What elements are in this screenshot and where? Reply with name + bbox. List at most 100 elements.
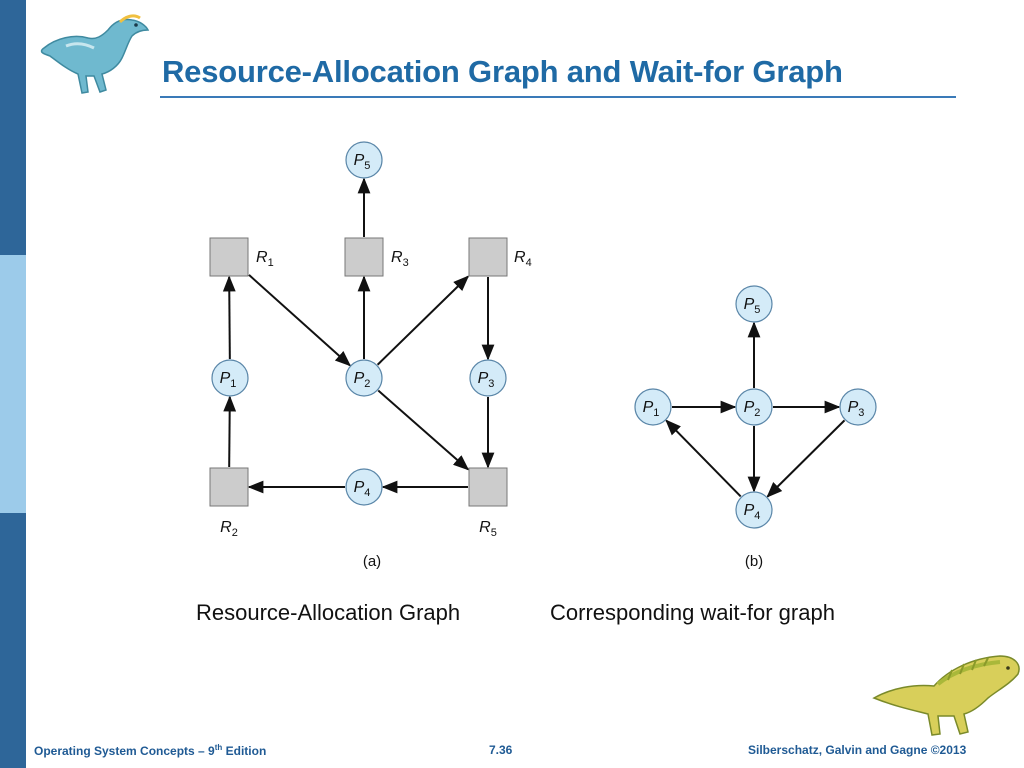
- graph-a-process-p4: P4: [345, 468, 383, 506]
- footer-book-name: Operating System Concepts – 9: [34, 744, 215, 758]
- graph-b-process-label-p3-letter: P: [848, 399, 859, 416]
- graph-b-process-circle-p5: [735, 285, 773, 323]
- graph-a-process-label-p1-letter: P: [220, 370, 231, 387]
- graph-a-resource-box-r5: [468, 467, 508, 507]
- graph-a-process-circle-p2: [345, 359, 383, 397]
- graph-b-process-p1: P1: [634, 388, 672, 426]
- graph-a-resource-label-r1-subscript: 1: [268, 257, 274, 269]
- graph-a-resource-label-r5-letter: R: [479, 519, 491, 536]
- graph-a-process-circle-p3: [469, 359, 507, 397]
- graph-a-edges: [222, 177, 495, 494]
- graph-b-process-label-p4-subscript: 4: [754, 510, 760, 522]
- graph-b-process-label-p2-letter: P: [744, 399, 755, 416]
- graph-a-process-p3: P3: [469, 359, 507, 397]
- graph-b-process-circle-p3: [839, 388, 877, 426]
- graph-a-edge-p2-r4: [376, 275, 470, 366]
- graph-a-process-p2: P2: [345, 359, 383, 397]
- graph-b-process-label-p5: P5: [744, 296, 761, 316]
- graph-a-resource-label-r4-letter: R: [514, 249, 526, 266]
- caption-wait-for: Corresponding wait-for graph: [550, 600, 835, 625]
- graph-b-process-p4: P4: [735, 491, 773, 529]
- graph-b-process-circle-p1: [634, 388, 672, 426]
- graph-a-process-label-p5-subscript: 5: [364, 160, 370, 172]
- graph-a-process-label-p4-subscript: 4: [364, 487, 370, 499]
- dinosaur-top-icon: [40, 14, 150, 94]
- graph-a-resource-label-r2: R2: [220, 519, 238, 539]
- graph-a-resource-label-r3-subscript: 3: [403, 257, 409, 269]
- graph-b-process-label-p5-subscript: 5: [754, 304, 760, 316]
- graph-b-process-label-p1-subscript: 1: [653, 407, 659, 419]
- footer-book-sup: th: [214, 743, 223, 752]
- graph-a-resource-r5: R5: [468, 467, 508, 539]
- graph-a-process-label-p4: P4: [354, 479, 371, 499]
- graph-a-process-p1: P1: [211, 359, 249, 397]
- graph-a-process-label-p3-letter: P: [478, 370, 489, 387]
- dinosaur-bottom-icon: [872, 655, 1020, 736]
- left-band-top: [0, 0, 26, 255]
- graph-b-process-label-p1-letter: P: [643, 399, 654, 416]
- graph-a-resource-box-r3: [344, 237, 384, 277]
- graph-a-resource-box-r4: [468, 237, 508, 277]
- graph-b-process-circle-p2: [735, 388, 773, 426]
- graph-b-process-circle-p4: [735, 491, 773, 529]
- graph-a-resource-label-r3: R3: [391, 249, 409, 269]
- graph-b-label: (b): [745, 553, 763, 570]
- graph-a-resource-label-r1: R1: [256, 249, 274, 269]
- graph-a-process-label-p1: P1: [220, 370, 237, 390]
- graph-a-label: (a): [363, 553, 381, 570]
- graph-a-process-p5: P5: [345, 141, 383, 179]
- graph-a-resource-label-r5-subscript: 5: [491, 527, 497, 539]
- graph-b-edge-p3-p4: [766, 419, 846, 498]
- graph-a-resource-r4: R4: [468, 237, 532, 277]
- graph-b-process-label-p1: P1: [643, 399, 660, 419]
- graph-a-resource-label-r3-letter: R: [391, 249, 403, 266]
- graph-a-resource-box-r2: [209, 467, 249, 507]
- graph-a-process-circle-p4: [345, 468, 383, 506]
- graph-a-resource-label-r4: R4: [514, 249, 532, 269]
- graph-a-edge-p1-r1: [222, 275, 236, 360]
- graph-b-process-p2: P2: [735, 388, 773, 426]
- footer-page-number: 7.36: [489, 743, 513, 757]
- footer-copyright: Silberschatz, Galvin and Gagne ©2013: [748, 743, 967, 757]
- graph-a-resource-r1: R1: [209, 237, 274, 277]
- left-band-bottom: [0, 513, 26, 768]
- footer-book-title: Operating System Concepts – 9th Edition: [34, 743, 266, 758]
- graph-a-process-label-p2-subscript: 2: [364, 378, 370, 390]
- graph-a-edge-p2-r5: [377, 389, 470, 471]
- graph-a-process-label-p4-letter: P: [354, 479, 365, 496]
- graph-a-process-circle-p1: [211, 359, 249, 397]
- graph-b-process-label-p4-letter: P: [744, 502, 755, 519]
- graph-a-edge-r1-p2: [248, 274, 352, 367]
- graph-a-resource-label-r4-subscript: 4: [526, 257, 532, 269]
- graph-b-edge-p4-p1: [665, 419, 742, 498]
- graph-a-process-label-p1-subscript: 1: [230, 378, 236, 390]
- graph-a-process-label-p2-letter: P: [354, 370, 365, 387]
- graph-b-process-label-p5-letter: P: [744, 296, 755, 313]
- slide-title: Resource-Allocation Graph and Wait-for G…: [162, 54, 843, 89]
- graph-a-resource-label-r1-letter: R: [256, 249, 268, 266]
- graph-b-process-label-p2-subscript: 2: [754, 407, 760, 419]
- graph-a-process-label-p5-letter: P: [354, 152, 365, 169]
- graph-a-process-label-p2: P2: [354, 370, 371, 390]
- graph-b-process-p3: P3: [839, 388, 877, 426]
- graph-b-process-p5: P5: [735, 285, 773, 323]
- graph-b-process-label-p3: P3: [848, 399, 865, 419]
- graph-b-edges: [665, 321, 846, 498]
- title-underline: [160, 96, 956, 98]
- graph-a-resource-label-r2-subscript: 2: [232, 527, 238, 539]
- graph-a-resource-label-r5: R5: [479, 519, 497, 539]
- graph-b-process-label-p3-subscript: 3: [858, 407, 864, 419]
- graph-a-resource-r3: R3: [344, 237, 409, 277]
- graph-a-process-circle-p5: [345, 141, 383, 179]
- graph-a-process-label-p5: P5: [354, 152, 371, 172]
- graph-a-resource-label-r2-letter: R: [220, 519, 232, 536]
- graph-a-resource-r2: R2: [209, 467, 249, 539]
- footer-book-suffix: Edition: [222, 744, 267, 758]
- graph-b-process-label-p4: P4: [744, 502, 761, 522]
- left-band-middle: [0, 255, 26, 513]
- caption-resource-allocation: Resource-Allocation Graph: [196, 600, 461, 625]
- graph-a-process-label-p3-subscript: 3: [488, 378, 494, 390]
